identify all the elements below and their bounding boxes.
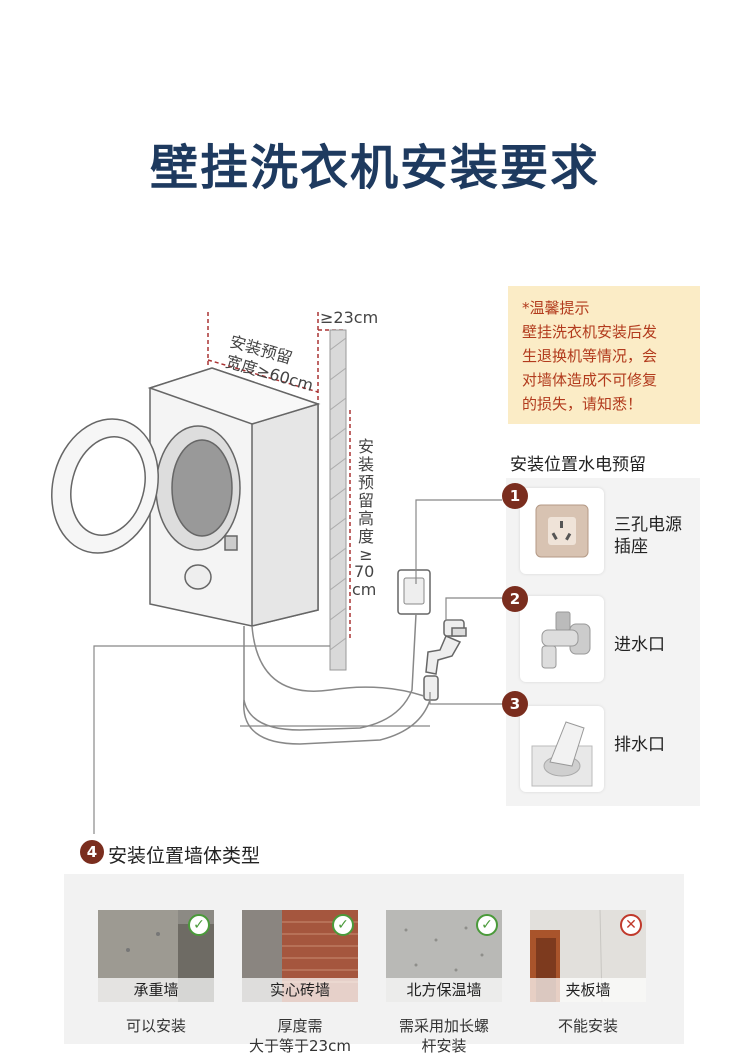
wall-socket-drawing: [397, 569, 431, 615]
wall-card-plywood: ✕ 夹板墙: [530, 910, 646, 1002]
wall-note-line2: 大于等于23cm: [249, 1037, 351, 1055]
wall-note: 可以安装: [86, 1016, 226, 1036]
height-label: 安 装 预 留 高 度 ≥: [354, 438, 378, 564]
wall-name: 承重墙: [98, 978, 214, 1002]
water-inlet-card: [520, 596, 604, 682]
tip-line: 对墙体造成不可修复: [522, 371, 658, 389]
ok-check-icon: ✓: [188, 914, 210, 936]
utilities-title: 安装位置水电预留: [510, 455, 646, 475]
wall-card-load-bearing: ✓ 承重墙: [98, 910, 214, 1002]
page-title: 壁挂洗衣机安装要求: [149, 140, 600, 196]
tip-line: *温馨提示: [522, 299, 590, 317]
water-inlet-label: 进水口: [614, 634, 665, 656]
washing-machine: [147, 367, 321, 627]
wall-name: 夹板墙: [530, 978, 646, 1002]
machine-door: [51, 418, 159, 554]
faucet-drawing: [423, 619, 467, 701]
tip-box: *温馨提示 壁挂洗衣机安装后发 生退换机等情况，会 对墙体造成不可修复 的损失，…: [508, 286, 700, 424]
drain-label: 排水口: [614, 734, 665, 756]
power-socket-label-line1: 三孔电源: [614, 515, 682, 535]
height-label-char: 留: [357, 491, 374, 510]
height-label-char: 装: [357, 455, 374, 474]
wall-note: 需采用加长螺 杆安装: [374, 1016, 514, 1056]
power-socket-label: 三孔电源 插座: [614, 514, 682, 558]
wall-note-line1: 需采用加长螺: [398, 1017, 489, 1035]
number-badge-1: 1: [502, 483, 528, 509]
wall-types-title: 安装位置墙体类型: [108, 845, 261, 867]
height-label-char: 安: [357, 437, 374, 456]
height-label-char: ≥: [359, 545, 373, 564]
wall-name: 实心砖墙: [242, 978, 358, 1002]
drain-card: [520, 706, 604, 792]
power-socket-icon: [535, 504, 589, 558]
power-socket-card: [520, 488, 604, 574]
not-allowed-icon: ✕: [620, 914, 642, 936]
connector-lines: [93, 499, 502, 834]
wall-card-brick: ✓ 实心砖墙: [242, 910, 358, 1002]
wall-note: 厚度需 大于等于23cm: [230, 1016, 370, 1056]
power-socket-label-line2: 插座: [614, 537, 648, 557]
wall-name: 北方保温墙: [386, 978, 502, 1002]
tip-line: 壁挂洗衣机安装后发: [522, 323, 658, 341]
height-label-char: 预: [357, 473, 374, 492]
wall-note-line1: 可以安装: [125, 1017, 186, 1035]
height-value: 70: [354, 562, 375, 581]
wall-note-line2: 杆安装: [421, 1037, 467, 1055]
number-badge-3: 3: [502, 691, 528, 717]
number-badge-4: 4: [80, 840, 104, 864]
wall-note-line1: 不能安装: [557, 1017, 618, 1035]
tip-line: 的损失，请知悉！: [522, 395, 643, 413]
drain-label-line1: 排水口: [614, 735, 665, 755]
tip-line: 生退换机等情况，会: [522, 347, 658, 365]
wall-types-panel: ✓ 承重墙 ✓ 实心砖墙 ✓ 北方保温墙: [64, 874, 684, 1055]
hoses: [243, 613, 431, 745]
height-label-char: 高: [357, 509, 374, 528]
utilities-panel: 三孔电源 插座 进水口 排水口: [506, 478, 700, 806]
wall-note-line1: 厚度需: [277, 1017, 323, 1035]
number-badge-2: 2: [502, 586, 528, 612]
ok-check-icon: ✓: [476, 914, 498, 936]
water-inlet-label-line1: 进水口: [614, 635, 665, 655]
water-faucet-icon: [541, 611, 591, 669]
height-unit: cm: [352, 580, 377, 599]
width-guide: [207, 312, 319, 400]
wall-note: 不能安装: [518, 1016, 658, 1036]
wall: [329, 329, 347, 671]
floor-drain-icon: [531, 721, 593, 787]
depth-label: ≥23cm: [320, 308, 379, 327]
height-label-char: 度: [357, 527, 374, 546]
wall-card-insulated: ✓ 北方保温墙: [386, 910, 502, 1002]
ok-check-icon: ✓: [332, 914, 354, 936]
